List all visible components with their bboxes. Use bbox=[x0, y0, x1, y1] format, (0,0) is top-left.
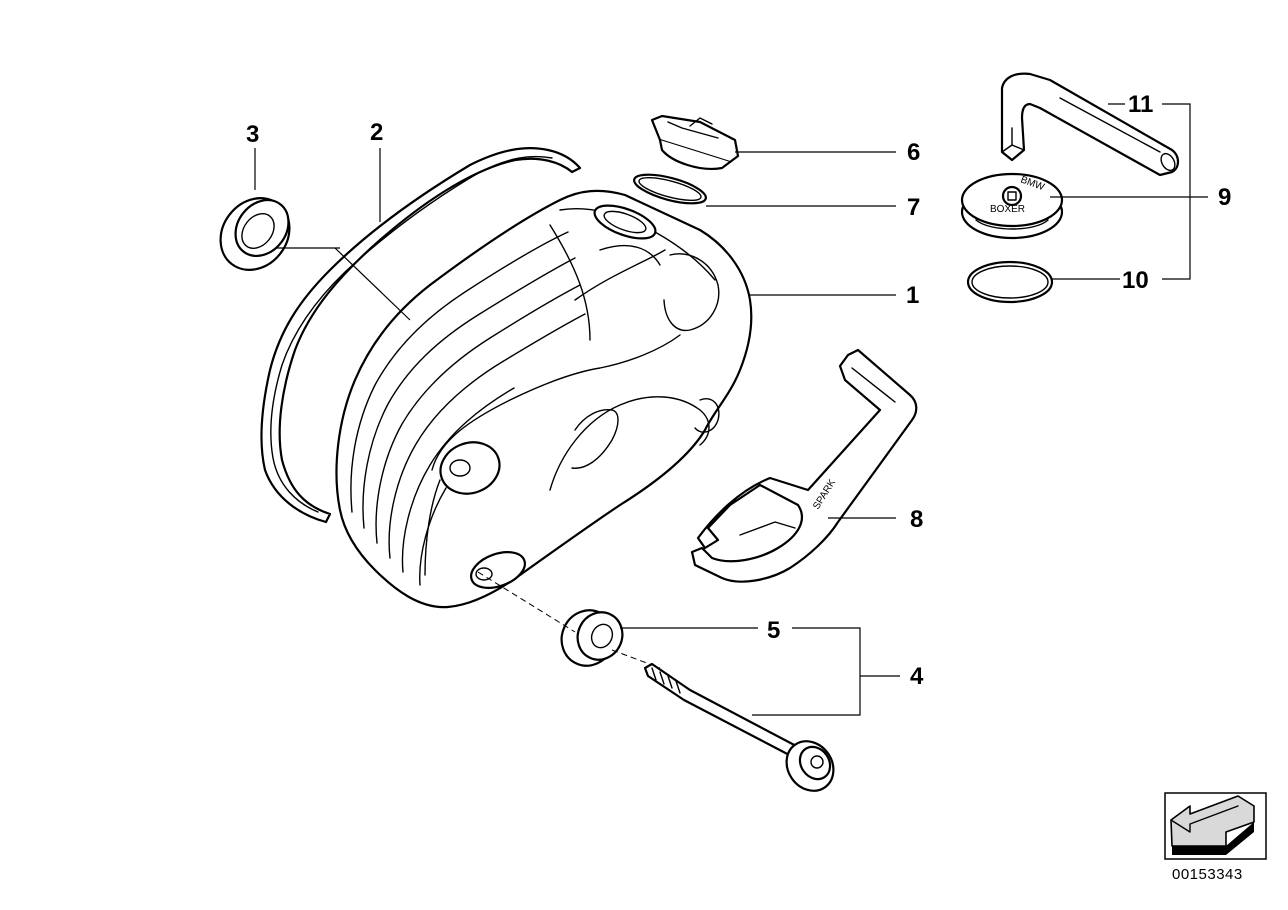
cover-guard-part-8[interactable]: SPARK bbox=[690, 348, 918, 583]
callout-5: 5 bbox=[767, 617, 780, 644]
hex-key-part-11[interactable] bbox=[1000, 72, 1180, 177]
bolt-part-4[interactable] bbox=[643, 662, 843, 800]
alignment-line-bolt bbox=[611, 649, 661, 669]
leader-4-bracket bbox=[752, 627, 861, 716]
cylinder-head-cover-part-1[interactable] bbox=[335, 189, 753, 609]
oil-filler-plug-part-9[interactable]: BMW BOXER bbox=[960, 172, 1064, 240]
o-ring-part-7[interactable] bbox=[631, 169, 708, 209]
direction-arrow-icon bbox=[1164, 792, 1267, 860]
cover-gasket-part-2[interactable] bbox=[260, 147, 582, 524]
alignment-line-grommet bbox=[477, 571, 576, 633]
o-ring-part-10[interactable] bbox=[966, 260, 1054, 304]
callout-1: 1 bbox=[906, 282, 919, 309]
cap-nut-part-6[interactable] bbox=[650, 114, 740, 170]
callout-7: 7 bbox=[907, 194, 920, 221]
catalog-number: 00153343 bbox=[1172, 866, 1243, 883]
callout-8: 8 bbox=[910, 506, 923, 533]
leader-2b bbox=[334, 247, 411, 321]
seal-ring-part-3[interactable] bbox=[206, 184, 303, 283]
callout-9: 9 bbox=[1218, 184, 1231, 211]
callout-3: 3 bbox=[246, 121, 259, 148]
leader-11-bracket bbox=[1162, 103, 1191, 280]
callout-10: 10 bbox=[1122, 267, 1149, 294]
rubber-grommet-part-5[interactable] bbox=[553, 602, 630, 675]
callout-11: 11 bbox=[1128, 91, 1153, 118]
callout-6: 6 bbox=[907, 139, 920, 166]
plug-model-text: BOXER bbox=[990, 204, 1025, 215]
leader-lines bbox=[254, 103, 1208, 716]
callout-2: 2 bbox=[370, 119, 383, 146]
callout-4: 4 bbox=[910, 663, 924, 690]
